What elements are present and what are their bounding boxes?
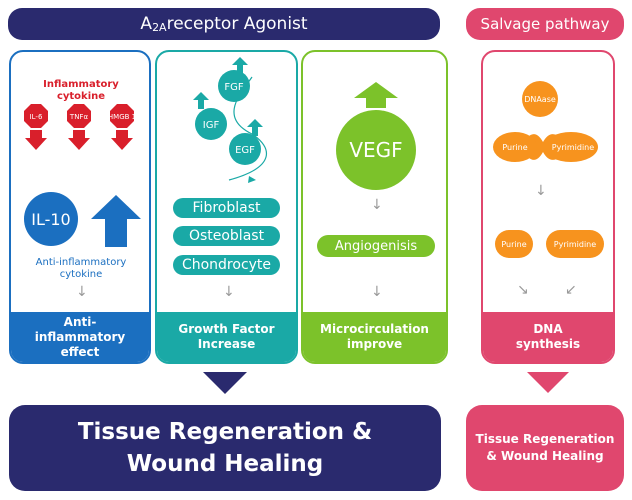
growth-factor-cluster: FGF IGF EGF [193,57,267,183]
dnaase-purine-label: Purine [502,143,527,152]
down-arrow-icon: ↓ [371,284,383,300]
il10-circle: IL-10 [24,192,78,246]
column-growth-factor: FGF IGF EGF Fibroblast Osteoblast Chondr… [155,50,298,364]
column-microcirculation: VEGF ↓ Angiogenisis ↓ Microcirculation i… [301,50,448,364]
side-down-triangle-icon [527,372,569,393]
down-arrow-icon: ↓ [535,183,547,199]
anti-inflammatory-footer: Anti-inflammatory effect [11,312,149,362]
cytokine-group: IL-6 TNFα HMGB 1 [24,104,136,150]
fgf-bubble [218,57,250,102]
agonist-subscript: 2A [152,20,167,34]
factor-label-1: IGF [203,120,220,131]
purine-label: Purine [501,239,527,249]
cell-label-0: Fibroblast [192,200,261,216]
cell-bar-fibroblast: Fibroblast [173,198,280,218]
up-arrow-icon [91,195,141,247]
dna-synthesis-footer: DNA synthesis [483,312,613,362]
cytokine-label-2: HMGB 1 [108,113,136,121]
growth-factor-footer: Growth Factor Increase [157,312,296,362]
il10-label: IL-10 [31,209,71,229]
angiogenesis-bar: Angiogenisis [317,235,435,257]
pyrimidine-pill: Pyrimidine [546,230,604,258]
agonist-prefix: A [140,14,153,34]
cell-bar-osteoblast: Osteoblast [173,226,280,246]
vegf-circle: VEGF [336,110,416,190]
factor-label-2: EGF [235,145,255,156]
growth-factor-footer-label: Growth Factor Increase [178,322,275,351]
cell-bar-chondrocyte: Chondrocyte [173,255,280,275]
igf-bubble [193,92,227,140]
angiogenesis-label: Angiogenisis [334,238,418,254]
cell-label-2: Chondrocyte [181,257,272,273]
purine-pill: Purine [495,230,533,258]
column-dna-synthesis: DNAase Purine Pyrimidine ↓ Purine Pyrimi… [481,50,615,364]
main-outcome-label: Tissue Regeneration & Wound Healing [77,419,373,477]
column-anti-inflammatory: Inflammatory cytokine IL-6 TNFα HMGB 1 I… [9,50,151,364]
main-down-triangle-icon [203,372,247,394]
inflammatory-title: Inflammatory cytokine [43,79,119,102]
diagonal-arrow-left-icon: ↙ [565,282,577,298]
side-outcome-label: Tissue Regeneration & Wound Healing [475,432,615,463]
salvage-title: Salvage pathway [480,15,610,33]
salvage-header: Salvage pathway [466,8,624,40]
main-outcome-box: Tissue Regeneration & Wound Healing [9,405,441,491]
microcirculation-footer: Microcirculation improve [303,312,446,362]
cell-label-1: Osteoblast [188,228,265,244]
egf-bubble [229,119,263,165]
down-arrow-icon: ↓ [223,284,235,300]
dnaase-molecule: DNAase Purine Pyrimidine [493,81,598,162]
cytokine-tnfa [67,104,91,150]
side-outcome-box: Tissue Regeneration & Wound Healing [466,405,624,491]
cytokine-il6 [24,104,48,150]
vegf-up-arrow-icon [354,82,398,108]
dnaase-pyrimidine-label: Pyrimidine [552,143,594,152]
cytokine-label-0: IL-6 [30,113,43,121]
diagonal-arrow-right-icon: ↘ [517,282,529,298]
factor-label-0: FGF [224,82,244,93]
pyrimidine-label: Pyrimidine [553,239,597,249]
down-arrow-icon: ↓ [76,284,88,300]
agonist-rest: receptor Agonist [166,14,308,34]
microcirculation-footer-label: Microcirculation improve [320,322,429,351]
dna-synthesis-footer-label: DNA synthesis [515,322,581,351]
anti-inflammatory-title: Anti-inflammatory cytokine [35,257,127,280]
cytokine-hmgb1 [110,104,134,150]
vegf-label: VEGF [349,138,403,162]
down-arrow-icon: ↓ [371,197,383,213]
anti-inflammatory-footer-label: Anti-inflammatory effect [34,314,126,359]
cytokine-label-1: TNFα [69,113,89,121]
dnaase-label: DNAase [524,95,556,104]
